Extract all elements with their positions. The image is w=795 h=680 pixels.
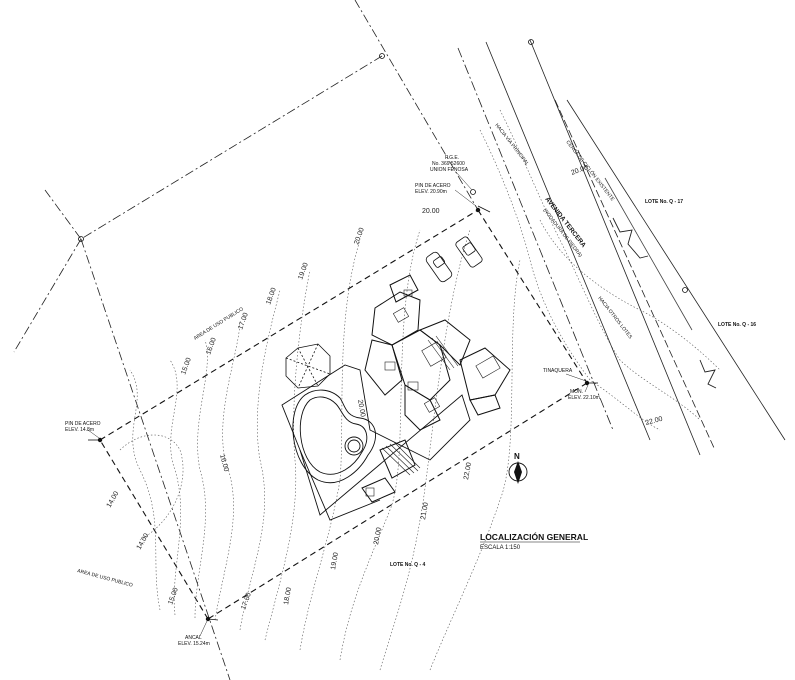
svg-text:20.00: 20.00	[356, 399, 366, 418]
contour-labels: 15.00 16.00 17.00 18.00 19.00 20.00 20.0…	[106, 164, 664, 610]
marker-top-1: P.G.E.	[445, 155, 459, 161]
svg-text:19.00: 19.00	[297, 262, 310, 281]
public-area-top: AREA DE USO PUBLICO	[193, 306, 245, 341]
annotations: LOCALIZACIÓN GENERAL ESCALA 1:150 AVENID…	[65, 122, 756, 647]
marker-right: TINAQUERA	[543, 368, 573, 374]
svg-text:18.00: 18.00	[283, 587, 293, 606]
svg-text:15.00: 15.00	[180, 357, 193, 376]
north-label: N	[514, 452, 520, 461]
survey-markers	[78, 39, 688, 622]
street-lines	[457, 39, 786, 456]
fence-zigzag	[612, 217, 717, 389]
marker-bottom: ANCAL	[185, 635, 202, 641]
lot-perimeter	[99, 209, 588, 620]
marker-top-3: UNION FENOSA	[430, 167, 469, 173]
marker-pin-top-elev: ELEV. 20.90m	[415, 189, 447, 195]
svg-text:21.00: 21.00	[420, 502, 430, 521]
marker-bottom-elev: ELEV. 15.24m	[178, 641, 210, 647]
svg-text:16.00: 16.00	[218, 454, 229, 473]
property-boundaries	[13, 0, 479, 680]
marker-pin-left-elev: ELEV. 14.8m	[65, 427, 94, 433]
svg-text:14.00: 14.00	[136, 532, 151, 551]
swimming-pool	[292, 389, 376, 484]
contour-lines	[119, 109, 721, 671]
svg-text:22.00: 22.00	[645, 416, 664, 427]
marker-pin-top: PIN DE ACERO	[415, 183, 451, 189]
house-footprint	[281, 364, 471, 521]
svg-text:22.00: 22.00	[463, 462, 473, 481]
svg-text:16.00: 16.00	[205, 337, 218, 356]
north-arrow: N	[508, 452, 528, 484]
to-main-road: HACIA VÍA PRINCIPAL	[493, 122, 530, 167]
svg-text:15.00: 15.00	[167, 587, 180, 606]
gazebo	[285, 343, 331, 389]
marker-right-elev: ELEV. 22.10m	[568, 395, 600, 401]
lot-q4: LOTE No. Q - 4	[390, 562, 425, 568]
svg-text:19.00: 19.00	[330, 552, 340, 571]
plan-title: LOCALIZACIÓN GENERAL	[480, 531, 588, 542]
lot-q16: LOTE No. Q - 16	[718, 322, 756, 328]
marker-right-2: MON.	[570, 389, 583, 395]
lot-q17: LOTE No. Q - 17	[645, 199, 683, 205]
svg-text:14.00: 14.00	[106, 490, 121, 509]
svg-text:17.00: 17.00	[240, 592, 253, 611]
marker-pin-left: PIN DE ACERO	[65, 421, 101, 427]
public-area-bottom: AREA DE USO PUBLICO	[76, 568, 133, 589]
interior-details	[365, 289, 501, 497]
svg-text:20.00: 20.00	[353, 227, 366, 246]
house-rooms	[361, 274, 511, 503]
parked-cars	[425, 236, 483, 283]
svg-text:20.00: 20.00	[373, 527, 383, 546]
to-other-lots: HACIA OTROS LOTES	[596, 296, 633, 341]
marker-top-2: No. 369 52600	[432, 161, 465, 167]
plan-scale: ESCALA 1:150	[480, 545, 521, 551]
svg-text:20.00: 20.00	[422, 208, 440, 215]
svg-text:18.00: 18.00	[265, 287, 278, 306]
leader-lines	[87, 171, 589, 637]
